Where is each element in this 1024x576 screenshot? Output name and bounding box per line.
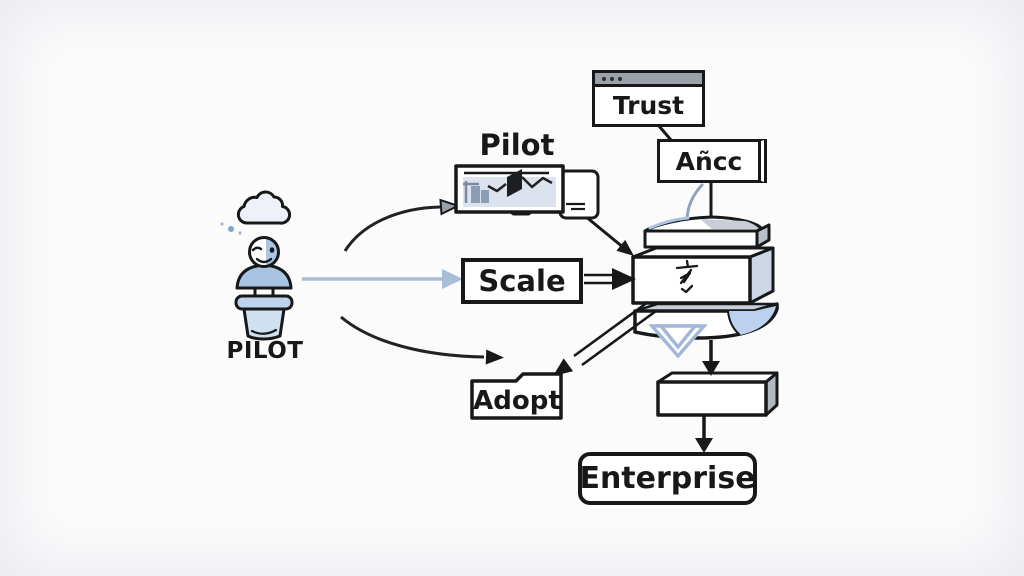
stack-to-adopt-arrow [553, 300, 657, 376]
spark-glyph-icon [675, 259, 699, 294]
trust-label: Trust [612, 90, 685, 120]
enterprise-box: Enterprise [578, 452, 757, 505]
person-to-adopt-arrow [340, 315, 504, 365]
scale-label: Scale [478, 263, 566, 298]
buffer-to-enterprise-arrow [695, 415, 713, 453]
window-dots-icon [602, 76, 606, 81]
monitor-chart-icon [454, 164, 600, 220]
ai-box-label: Añcc [675, 146, 743, 176]
trust-to-aibox-line [657, 125, 673, 141]
enterprise-label: Enterprise [579, 460, 756, 496]
pilot-caption: PILOT [226, 338, 304, 364]
pedestal-icon [234, 294, 294, 341]
buffer-box-icon [656, 371, 779, 417]
ai-box: Añcc [657, 139, 767, 183]
adopt-label: Adopt [473, 386, 561, 416]
scale-box: Scale [461, 258, 583, 304]
browser-window-icon: Trust [592, 70, 705, 127]
person-icon [235, 236, 293, 297]
person-to-scale-arrow [302, 269, 463, 289]
window-title-bar [595, 73, 702, 87]
chevron-down-icon [648, 324, 708, 359]
person-to-monitor-arrow [343, 198, 461, 252]
thought-cloud-icon [220, 190, 292, 235]
folder-icon [470, 372, 563, 420]
monitor-title: Pilot [479, 128, 555, 162]
stack-3d-icon [631, 215, 779, 340]
stack-to-buffer-arrow [702, 340, 720, 376]
monitor-to-stack-arrow [584, 214, 634, 256]
window-dots-icon [610, 76, 614, 81]
window-dots-icon [618, 76, 622, 81]
scale-to-stack-arrow [584, 268, 636, 290]
